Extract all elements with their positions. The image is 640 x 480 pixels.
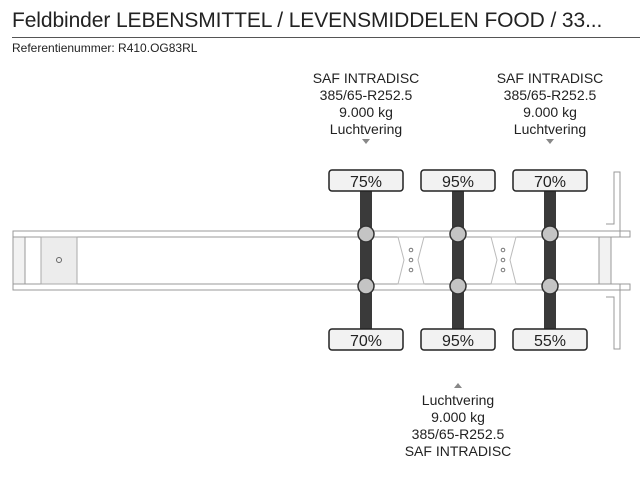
axle-brand: SAF INTRADISC bbox=[496, 70, 604, 86]
bolt-icon bbox=[500, 257, 506, 263]
crossmember bbox=[490, 236, 517, 285]
axle-weight: 9.000 kg bbox=[523, 104, 577, 120]
wheel-hub-icon bbox=[449, 225, 467, 243]
kingpin-icon bbox=[56, 257, 62, 263]
wheel-hub-icon bbox=[357, 277, 375, 295]
suspension-type: Luchtvering bbox=[329, 121, 403, 137]
rear-plate bbox=[598, 236, 612, 285]
tire-load-box-bottom bbox=[512, 328, 588, 351]
divider bbox=[12, 37, 640, 38]
tire-load-percent: 75% bbox=[350, 174, 382, 191]
tire-load-percent: 55% bbox=[534, 333, 566, 350]
axle-beam bbox=[360, 191, 372, 329]
bolt-icon bbox=[500, 247, 506, 253]
axle-spec-bottom: Luchtvering 9.000 kg 385/65-R252.5 SAF I… bbox=[368, 392, 548, 460]
tire-load-percent: 70% bbox=[534, 174, 566, 191]
bolt-icon bbox=[408, 257, 414, 263]
pointer-down-icon bbox=[362, 139, 370, 144]
axle-3: 70% 55% bbox=[512, 169, 588, 351]
rear-light-bottom bbox=[606, 284, 621, 350]
front-plate bbox=[12, 236, 26, 285]
tire-load-percent: 95% bbox=[442, 174, 474, 191]
suspension-type: Luchtvering bbox=[513, 121, 587, 137]
tire-load-box-top bbox=[328, 169, 404, 192]
tire-size: 385/65-R252.5 bbox=[503, 87, 597, 103]
suspension-type: Luchtvering bbox=[421, 392, 495, 408]
axle-spec-top-right: SAF INTRADISC 385/65-R252.5 9.000 kg Luc… bbox=[460, 70, 640, 138]
tire-load-box-top bbox=[512, 169, 588, 192]
tire-load-box-bottom bbox=[328, 328, 404, 351]
axle-beam bbox=[452, 191, 464, 329]
pointer-up-icon bbox=[454, 383, 462, 388]
tire-load-box-bottom bbox=[420, 328, 496, 351]
kingpin-plate bbox=[40, 236, 78, 285]
axle-2: 95% 95% bbox=[420, 169, 496, 351]
tire-load-box-top bbox=[420, 169, 496, 192]
axle-brand: SAF INTRADISC bbox=[404, 443, 512, 459]
rear-light-top bbox=[606, 171, 621, 237]
chassis-top-rail bbox=[12, 230, 631, 238]
axle-brand: SAF INTRADISC bbox=[312, 70, 420, 86]
tire-size: 385/65-R252.5 bbox=[319, 87, 413, 103]
axle-beam bbox=[544, 191, 556, 329]
axle-1: 75% 70% bbox=[328, 169, 404, 351]
tire-load-percent: 70% bbox=[350, 333, 382, 350]
bolt-icon bbox=[408, 267, 414, 273]
tire-load-percent: 95% bbox=[442, 333, 474, 350]
crossmember bbox=[397, 236, 425, 285]
wheel-hub-icon bbox=[357, 225, 375, 243]
axle-spec-top-left: SAF INTRADISC 385/65-R252.5 9.000 kg Luc… bbox=[276, 70, 456, 138]
pointer-down-icon bbox=[546, 139, 554, 144]
reference-number: Referentienummer: R410.OG83RL bbox=[12, 41, 198, 55]
bolt-icon bbox=[408, 247, 414, 253]
chassis bbox=[12, 171, 631, 350]
axle-weight: 9.000 kg bbox=[431, 409, 485, 425]
wheel-hub-icon bbox=[541, 277, 559, 295]
wheel-hub-icon bbox=[541, 225, 559, 243]
bolt-icon bbox=[500, 267, 506, 273]
wheel-hub-icon bbox=[449, 277, 467, 295]
chassis-bottom-rail bbox=[12, 283, 631, 291]
axle-weight: 9.000 kg bbox=[339, 104, 393, 120]
page-title: Feldbinder LEBENSMITTEL / LEVENSMIDDELEN… bbox=[12, 9, 603, 32]
tire-size: 385/65-R252.5 bbox=[411, 426, 505, 442]
